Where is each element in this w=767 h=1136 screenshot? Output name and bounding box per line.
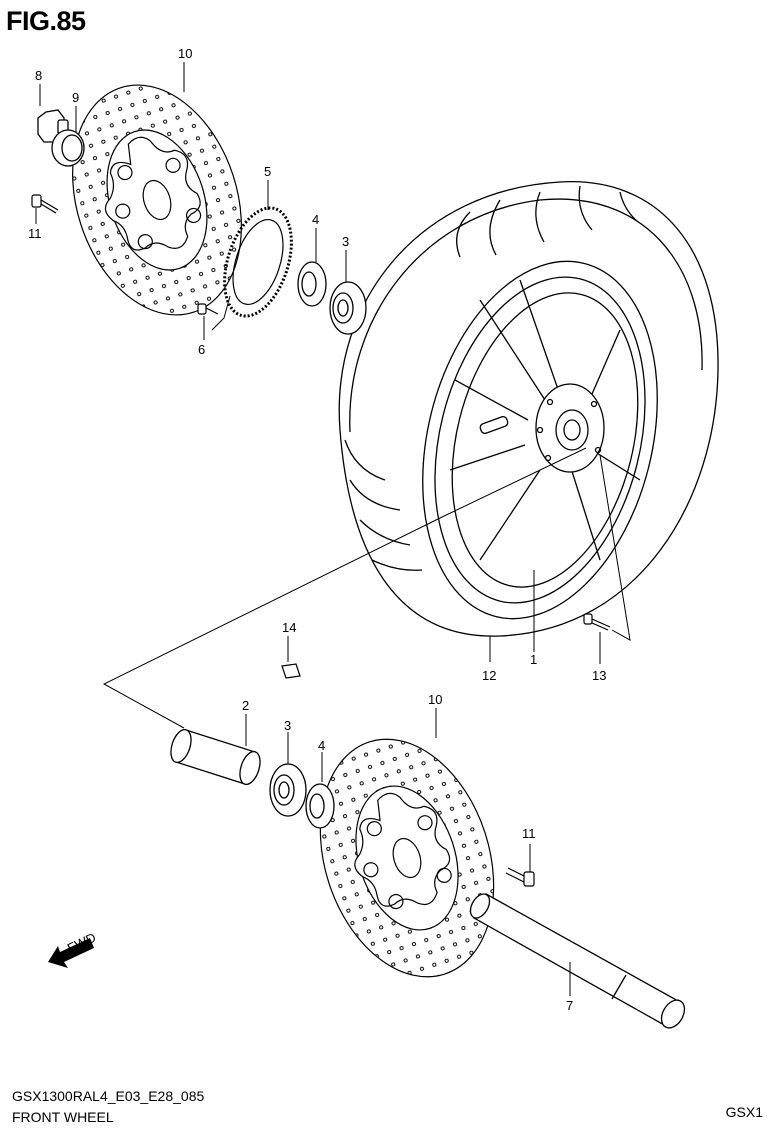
bearing-upper [329, 281, 367, 335]
oil-seal-upper [297, 261, 327, 307]
brake-disc-lower [319, 738, 495, 978]
part-label-10-lower: 10 [428, 692, 442, 707]
part-label-14: 14 [282, 620, 296, 635]
cap-9 [51, 129, 85, 167]
leader-lines [35, 62, 601, 996]
model-code: GSX1300RAL4_E03_E28_085 [12, 1088, 205, 1104]
part-label-3-lower: 3 [284, 718, 291, 733]
bolt-11-upper [31, 194, 59, 214]
part-label-7: 7 [566, 998, 573, 1013]
part-label-10-upper: 10 [178, 46, 192, 61]
screw-6 [197, 303, 219, 315]
figure-title: FIG.85 [6, 6, 86, 36]
part-label-6: 6 [198, 342, 205, 357]
part-label-11-lower: 11 [522, 826, 536, 841]
part-label-11-upper: 11 [28, 226, 42, 241]
abs-sensor-rotor [223, 206, 293, 318]
fwd-arrow-icon: FWD [48, 930, 98, 968]
wheel-spacer [170, 728, 261, 786]
part-label-4-lower: 4 [318, 738, 325, 753]
brake-disc-upper [72, 84, 242, 316]
part-label-9: 9 [72, 90, 79, 105]
oil-seal-lower [305, 783, 335, 829]
part-label-13: 13 [592, 668, 606, 683]
part-label-8: 8 [35, 68, 42, 83]
part-label-1: 1 [530, 652, 537, 667]
valve-13 [583, 613, 611, 631]
part-label-2: 2 [242, 698, 249, 713]
front-axle [469, 893, 686, 1029]
right-code: GSX1 [725, 1104, 763, 1120]
section-name: FRONT WHEEL [12, 1109, 114, 1125]
part-label-4-upper: 4 [312, 212, 319, 227]
front-wheel-assembly [338, 181, 719, 637]
bearing-lower [269, 763, 307, 817]
bolt-11-lower [505, 867, 535, 887]
assembly-guide-lines [102, 295, 631, 729]
balancer-weight-14 [281, 663, 301, 679]
part-label-3-upper: 3 [342, 234, 349, 249]
part-label-12: 12 [482, 668, 496, 683]
part-label-5: 5 [264, 164, 271, 179]
